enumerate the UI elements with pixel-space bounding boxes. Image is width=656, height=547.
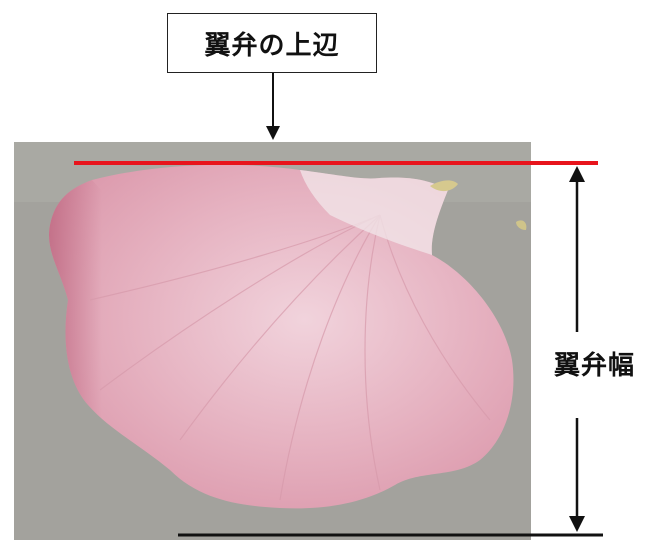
double-vertical-arrow-icon	[569, 166, 585, 532]
petal-veins	[89, 214, 491, 501]
down-arrow-icon	[266, 73, 280, 140]
top-edge-label: 翼弁の上辺	[167, 13, 377, 73]
width-label: 翼弁幅	[554, 343, 636, 384]
top-edge-label-text: 翼弁の上辺	[204, 30, 340, 61]
